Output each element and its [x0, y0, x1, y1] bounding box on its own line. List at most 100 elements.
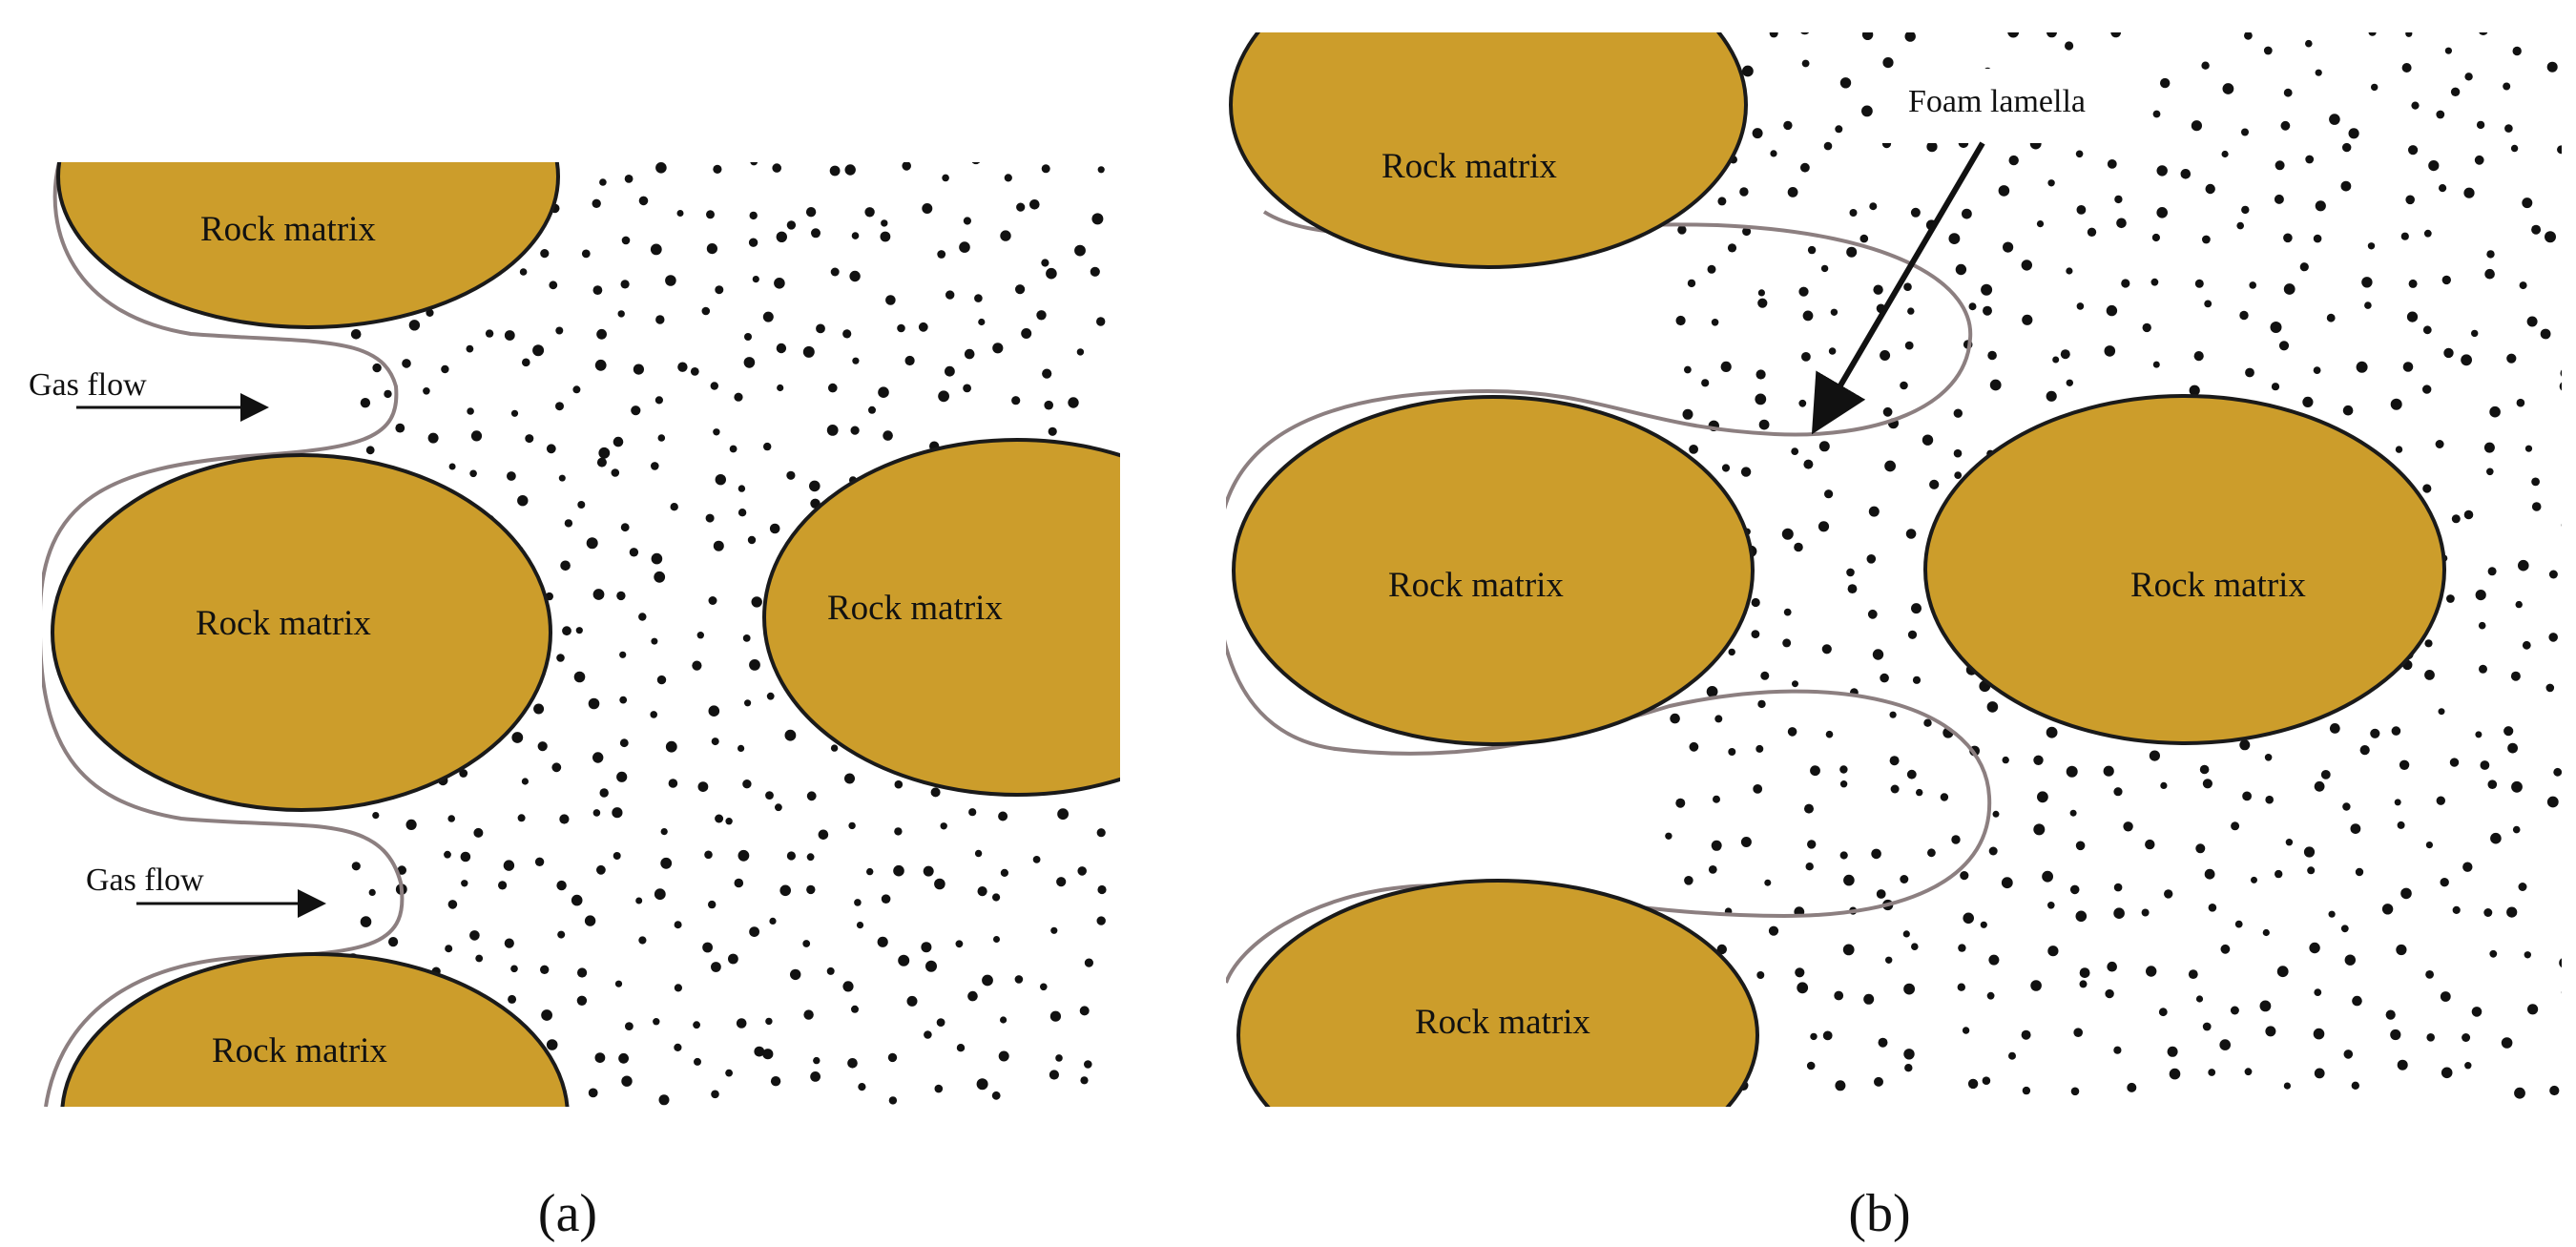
foam-bubble-a-57 [1000, 230, 1011, 241]
foam-bubble-a-229 [708, 596, 717, 605]
caption-b: (b) [1848, 1184, 1910, 1243]
foam-bubble-a-142 [427, 432, 439, 444]
foam-bubble-a-39 [1091, 213, 1104, 225]
foam-bubble-a-86 [596, 328, 607, 340]
foam-bubble-a-80 [350, 329, 362, 340]
foam-bubble-b-519 [2208, 904, 2217, 912]
foam-bubble-a-323 [459, 769, 468, 778]
foam-bubble-b-106 [2241, 205, 2250, 215]
foam-bubble-b-176 [2270, 322, 2282, 333]
foam-bubble-b-237 [1953, 448, 1963, 458]
foam-bubble-b-366 [2522, 640, 2531, 650]
foam-bubble-b-572 [2471, 1007, 2483, 1017]
foam-bubble-b-249 [2435, 440, 2444, 448]
foam-bubble-b-42 [2450, 87, 2461, 97]
foam-lamella-upper [1226, 210, 1992, 984]
foam-bubble-a-74 [885, 295, 896, 305]
foam-bubble-a-247 [638, 613, 647, 621]
foam-bubble-b-397 [1923, 718, 1932, 727]
foam-bubble-b-441 [1839, 780, 1848, 788]
foam-bubble-b-609 [2127, 1082, 2137, 1092]
foam-bubble-b-40 [2371, 83, 2379, 92]
foam-bubble-b-417 [1810, 765, 1820, 777]
foam-bubble-a-366 [596, 864, 606, 875]
foam-bubble-b-77 [2008, 155, 2019, 166]
foam-bubble-a-28 [676, 210, 684, 217]
foam-bubble-b-581 [1903, 1049, 1915, 1060]
foam-bubble-b-390 [2545, 683, 2555, 693]
foam-bubble-a-166 [596, 457, 607, 468]
foam-bubble-b-95 [1787, 187, 1798, 197]
foam-bubble-b-134 [2423, 229, 2432, 238]
foam-bubble-b-85 [2305, 155, 2315, 164]
foam-bubble-b-586 [2113, 1046, 2122, 1054]
foam-bubble-b-560 [1986, 991, 1995, 1000]
foam-bubble-b-111 [2439, 184, 2447, 193]
foam-bubble-b-37 [2222, 83, 2234, 94]
foam-bubble-a-459 [1079, 1006, 1090, 1016]
foam-bubble-b-206 [2560, 369, 2562, 377]
foam-bubble-b-466 [1927, 848, 1936, 858]
foam-bubble-b-449 [2160, 781, 2168, 790]
foam-bubble-b-533 [1842, 944, 1855, 956]
foam-bubble-b-81 [2156, 165, 2168, 177]
foam-bubble-a-71 [774, 278, 785, 289]
foam-bubble-b-100 [1998, 185, 2010, 197]
foam-bubble-a-172 [809, 480, 821, 492]
foam-bubble-b-608 [2070, 1087, 2080, 1096]
foam-lamella-arrow [1811, 141, 1985, 435]
foam-bubble-a-131 [777, 384, 784, 392]
foam-bubble-a-355 [940, 822, 947, 830]
foam-bubble-b-4 [1834, 22, 1841, 30]
foam-bubble-b-133 [2400, 232, 2409, 240]
foam-bubble-b-194 [2060, 349, 2070, 360]
foam-bubble-b-175 [2239, 310, 2249, 321]
foam-bubble-a-122 [423, 387, 430, 395]
foam-bubble-a-31 [786, 220, 797, 230]
foam-bubble-a-452 [803, 1009, 814, 1020]
foam-bubble-a-46 [581, 249, 591, 259]
foam-bubble-b-43 [2464, 73, 2473, 81]
foam-bubble-a-356 [968, 808, 977, 817]
foam-bubble-a-348 [660, 828, 668, 836]
foam-bubble-a-124 [510, 409, 519, 417]
foam-bubble-b-21 [2512, 46, 2522, 56]
foam-bubble-b-98 [1910, 207, 1921, 218]
foam-bubble-b-619 [2514, 1087, 2525, 1099]
foam-bubble-b-248 [2395, 446, 2403, 453]
foam-bubble-b-89 [2474, 155, 2484, 165]
foam-bubble-b-543 [2220, 944, 2231, 954]
foam-bubble-b-488 [1876, 889, 1886, 899]
foam-bubble-b-139 [1707, 264, 1716, 274]
foam-bubble-b-101 [2047, 179, 2055, 187]
foam-bubble-a-324 [521, 778, 530, 785]
foam-bubble-b-186 [1755, 369, 1766, 380]
foam-bubble-a-170 [737, 485, 746, 492]
foam-bubble-b-516 [2075, 910, 2088, 923]
foam-bubble-b-415 [1728, 748, 1736, 756]
foam-bubble-b-501 [2400, 887, 2412, 900]
foam-bubble-a-90 [744, 333, 752, 341]
foam-bubble-b-588 [2202, 1022, 2212, 1031]
foam-bubble-b-566 [2230, 1006, 2239, 1015]
foam-bubble-b-199 [2278, 341, 2290, 351]
foam-bubble-b-419 [1889, 756, 1900, 766]
foam-bubble-b-162 [1711, 319, 1719, 326]
foam-bubble-b-583 [2008, 1051, 2016, 1060]
foam-bubble-b-84 [2275, 160, 2285, 171]
foam-bubble-b-164 [1802, 310, 1814, 322]
foam-bubble-a-137 [1011, 396, 1021, 405]
foam-bubble-b-346 [1728, 648, 1735, 656]
foam-bubble-b-350 [1872, 649, 1884, 660]
foam-bubble-b-407 [2329, 723, 2340, 734]
foam-bubble-b-616 [2397, 1059, 2408, 1070]
foam-bubble-b-73 [1823, 141, 1833, 151]
foam-bubble-b-181 [2471, 329, 2479, 338]
rock-label-a1: Rock matrix [200, 210, 376, 249]
foam-bubble-b-392 [1714, 715, 1723, 723]
foam-bubble-b-564 [2158, 1008, 2168, 1017]
foam-bubble-b-459 [2546, 796, 2559, 808]
foam-bubble-a-268 [656, 675, 667, 685]
foam-bubble-b-606 [1982, 1076, 1991, 1085]
